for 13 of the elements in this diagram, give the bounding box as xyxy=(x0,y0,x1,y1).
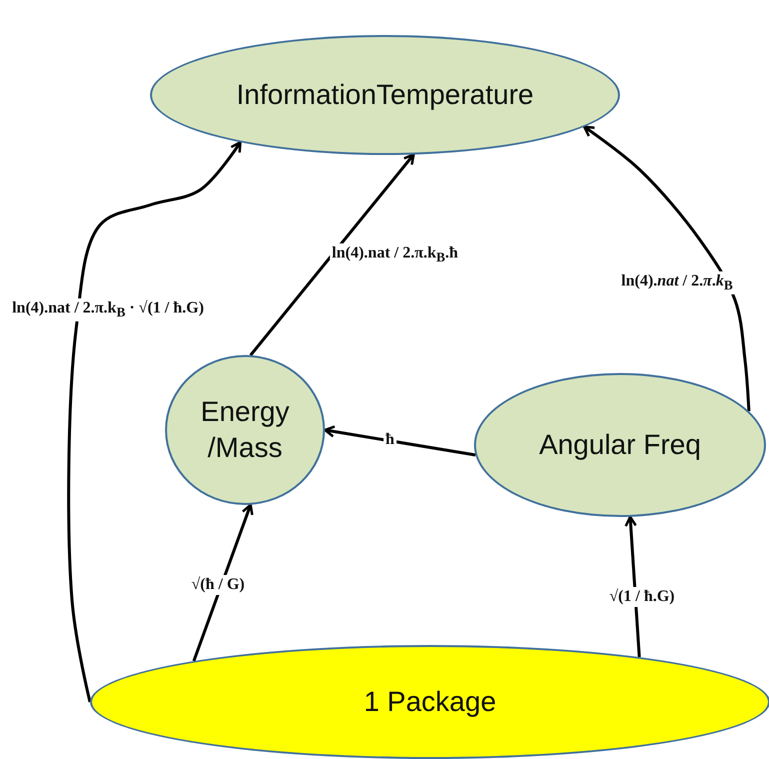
arrow xyxy=(192,504,254,662)
arrow xyxy=(249,153,415,356)
edge-label: √(ħ / G) xyxy=(189,575,247,595)
node-label: Energy /Mass xyxy=(200,394,290,465)
arrow xyxy=(324,425,476,456)
arrow xyxy=(583,126,750,412)
node-label: InformationTemperature xyxy=(236,78,534,112)
node-label: Angular Freq xyxy=(539,428,701,462)
node-label: 1 Package xyxy=(364,684,496,719)
edge-label: √(1 / ħ.G) xyxy=(607,587,677,607)
edge-label: ln(4).nat / 2.π.k$_{B}$ xyxy=(619,271,735,295)
edge-label: ln(4).nat / 2.π.k$_{B}$ · √(1 / ħ.G) xyxy=(10,298,206,322)
arrow xyxy=(67,141,242,702)
